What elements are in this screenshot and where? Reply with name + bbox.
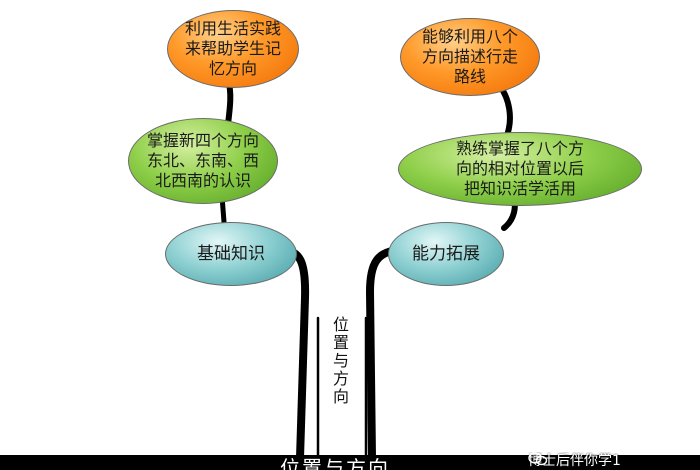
right-top-node: 能够利用八个方向描述行走路线 (400, 18, 540, 96)
watermark-text: 博士后伴你学1 (528, 453, 621, 469)
right-middle-text: 熟练掌握了八个方向的相对位置以后把知识活学活用 (455, 139, 584, 198)
right-top-text: 能够利用八个方向描述行走路线 (421, 27, 518, 86)
right-base-text: 能力拓展 (412, 244, 480, 264)
right-top-connector (497, 83, 513, 135)
left-base-node: 基础知识 (165, 222, 297, 286)
trunk-label-text: 位置与方向 (332, 315, 349, 406)
watermark: 博士后伴你学1 (528, 452, 621, 470)
trunk-right-stem (365, 246, 402, 462)
trunk-left-stem (278, 246, 310, 462)
bottom-bar (0, 455, 700, 470)
bottom-title: 位置与方向 (280, 456, 390, 470)
left-base-text: 基础知识 (197, 244, 265, 264)
left-middle-node: 掌握新四个方向东北、东南、西北西南的认识 (128, 118, 278, 204)
right-base-node: 能力拓展 (388, 222, 504, 286)
right-middle-node: 熟练掌握了八个方向的相对位置以后把知识活学活用 (398, 132, 642, 206)
trunk-label: 位置与方向 (330, 316, 352, 406)
left-top-text: 利用生活实践来帮助学生记忆方向 (184, 19, 281, 78)
left-top-node: 利用生活实践来帮助学生记忆方向 (167, 10, 299, 88)
left-middle-text: 掌握新四个方向东北、东南、西北西南的认识 (147, 131, 260, 190)
wechat-icon (528, 452, 548, 466)
